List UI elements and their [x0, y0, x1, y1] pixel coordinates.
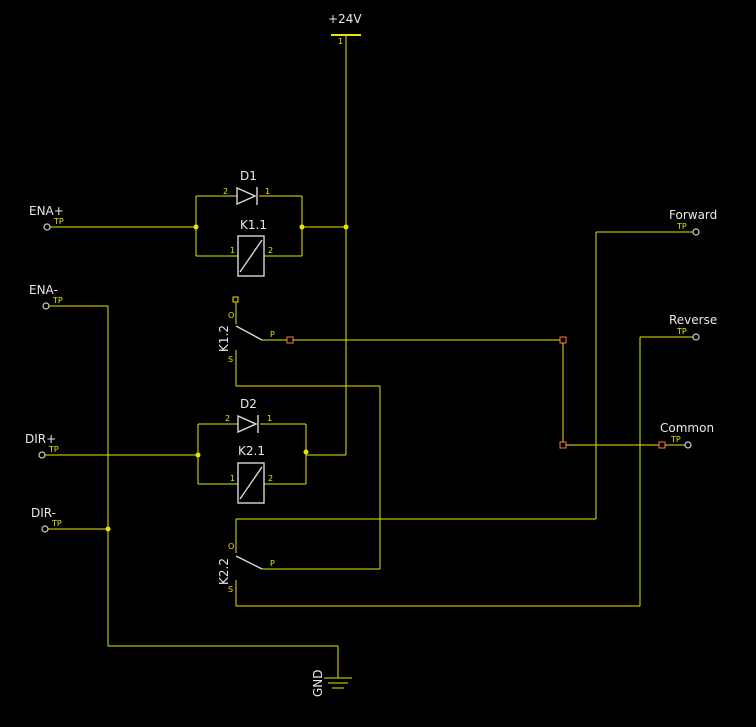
k1-coil-pin2: 2 [268, 246, 273, 255]
power-pin-label: 1 [338, 37, 343, 46]
forward-label: Forward [669, 208, 717, 222]
ena-minus-tp: TP [52, 296, 63, 305]
ground-symbol: GND [108, 645, 352, 697]
reverse-tp: TP [676, 327, 687, 336]
common-tp: TP [670, 435, 681, 444]
ena-minus-terminal [42, 302, 50, 310]
dir-minus-tp: TP [51, 519, 62, 528]
k2-coil-pin2: 2 [268, 474, 273, 483]
output-common: Common TP [660, 421, 714, 449]
junction-k2-right [303, 449, 309, 455]
k1-contact: O P S K1.2 [217, 296, 287, 386]
k2-contact-pin-o: O [228, 542, 234, 551]
junction-k1-left [193, 224, 199, 230]
output-reverse: Reverse TP [639, 313, 717, 606]
junction-dir-minus [105, 526, 111, 532]
dir-plus-label: DIR+ [25, 432, 56, 446]
k1-contact-pin-o: O [228, 311, 234, 320]
input-dir-plus: DIR+ TP [25, 432, 198, 459]
ena-plus-tp: TP [53, 217, 64, 226]
k1-contact-pin-p: P [270, 330, 275, 339]
dir-plus-terminal [38, 451, 46, 459]
k1-contact-pin-s: S [228, 355, 233, 364]
input-ena-minus: ENA- TP [29, 283, 109, 646]
ground-label: GND [311, 669, 325, 697]
k2-coil-pin1: 1 [230, 474, 235, 483]
d1-pin1: 1 [265, 187, 270, 196]
ena-plus-label: ENA+ [29, 204, 64, 218]
d1-pin2: 2 [223, 187, 228, 196]
junction-k1-right [299, 224, 305, 230]
reverse-terminal [692, 333, 700, 341]
reverse-label: Reverse [669, 313, 717, 327]
dir-plus-tp: TP [48, 445, 59, 454]
d2-diode: D2 2 1 [197, 397, 307, 484]
forward-terminal [692, 228, 700, 236]
power-supply-label: +24V [328, 12, 362, 26]
d1-diode: D1 2 1 [195, 169, 303, 256]
ena-minus-label: ENA- [29, 283, 58, 297]
k1-coil-pin1: 1 [230, 246, 235, 255]
junction-supply [343, 224, 349, 230]
k2-contact-pin-p: P [270, 559, 275, 568]
input-dir-minus: DIR- TP [31, 506, 108, 533]
forward-tp: TP [676, 222, 687, 231]
common-label: Common [660, 421, 714, 435]
k2-contact: O P S K2.2 [217, 518, 640, 607]
k2-coil: K2.1 1 2 [198, 444, 306, 504]
k2-contact-label: K2.2 [217, 558, 231, 585]
input-ena-plus: ENA+ TP [29, 204, 196, 231]
k1-coil: K1.1 1 2 [196, 218, 302, 277]
output-forward: Forward TP [595, 208, 717, 519]
k1-contact-label: K1.2 [217, 325, 231, 352]
common-terminal [684, 441, 692, 449]
k1-coil-label: K1.1 [240, 218, 267, 232]
d2-pin1: 1 [267, 414, 272, 423]
d2-pin2: 2 [225, 414, 230, 423]
k2-contact-pin-s: S [228, 585, 233, 594]
dir-minus-label: DIR- [31, 506, 56, 520]
d1-label: D1 [240, 169, 257, 183]
k2-coil-label: K2.1 [238, 444, 265, 458]
power-supply-symbol: +24V 1 [328, 12, 362, 455]
ena-plus-terminal [43, 223, 51, 231]
junction-k2-left [195, 452, 201, 458]
dir-minus-terminal [41, 525, 49, 533]
d2-label: D2 [240, 397, 257, 411]
